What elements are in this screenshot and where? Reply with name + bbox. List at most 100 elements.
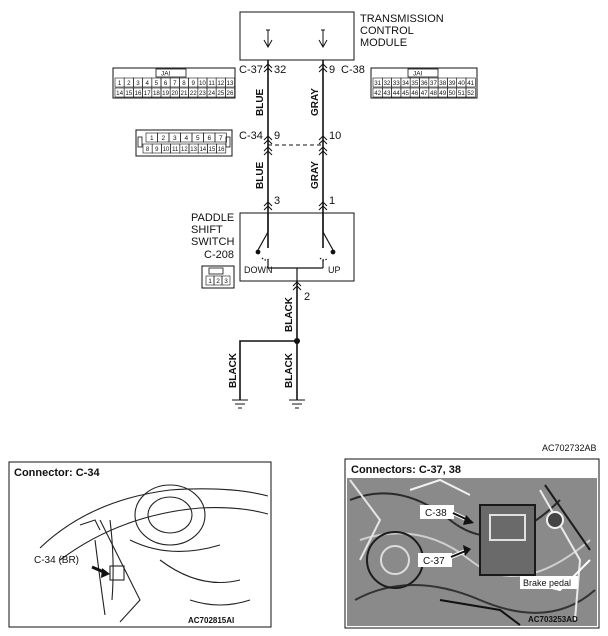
c34-pin-number: 4 xyxy=(184,135,188,142)
c37-pin-number: 18 xyxy=(153,90,160,97)
switch-label-line1: PADDLE xyxy=(191,212,234,224)
c34-cell xyxy=(216,143,227,154)
ground-symbol-left xyxy=(232,399,248,409)
c34-pin-number: 6 xyxy=(207,135,211,142)
c38-pin-number: 32 xyxy=(384,80,391,87)
photo-right-title: Connectors: C-37, 38 xyxy=(351,464,461,476)
connector-c34-label: C-34 xyxy=(239,130,263,142)
c208-pin-number: 3 xyxy=(224,278,228,285)
c34-pin-number: 12 xyxy=(181,147,188,153)
tcm-label-line3: MODULE xyxy=(360,37,407,49)
wire-label-gray-upper: GRAY xyxy=(310,88,321,116)
c38-pin-number: 52 xyxy=(467,90,474,97)
c37-pin-number: 21 xyxy=(181,90,188,97)
tcm-label-line1: TRANSMISSION xyxy=(360,13,444,25)
c34-pin-number: 7 xyxy=(219,135,223,142)
c34-pin-number: 13 xyxy=(190,147,197,153)
wire-label-gray-lower: GRAY xyxy=(310,161,321,189)
c34-pin-number: 10 xyxy=(163,147,170,153)
c37-pin-number: 6 xyxy=(164,80,168,87)
wire-label-black-upper: BLACK xyxy=(284,296,295,332)
c34-pin-number: 16 xyxy=(218,147,225,153)
c34-pin-number: 9 xyxy=(155,147,159,153)
c208-cell xyxy=(221,275,231,286)
dashboard-illustration xyxy=(39,484,269,623)
c37-pin-number: 4 xyxy=(145,80,149,87)
c38-pin-number: 49 xyxy=(439,90,446,97)
pin-9-mid: 9 xyxy=(274,130,280,142)
wire-chevrons xyxy=(263,63,328,291)
c38-pin-number: 50 xyxy=(449,90,456,97)
c34-pin-number: 14 xyxy=(199,147,206,153)
c37-pin-number: 19 xyxy=(162,90,169,97)
switch-label-line2: SHIFT xyxy=(191,224,223,236)
pedal-callout-bg xyxy=(520,576,578,589)
c34-pin-number: 11 xyxy=(172,147,179,153)
c38-pin-number: 48 xyxy=(430,90,437,97)
c37-pin-number: 22 xyxy=(190,90,197,97)
photo-right-code: AC703253AD xyxy=(528,615,578,624)
pin-3: 3 xyxy=(274,195,280,207)
c37-pin-number: 12 xyxy=(217,80,224,87)
c208-pin-number: 2 xyxy=(216,278,220,285)
wire-label-black-right: BLACK xyxy=(284,352,295,388)
c38-pin-number: 42 xyxy=(374,90,381,97)
pin-1: 1 xyxy=(329,195,335,207)
photo-texture xyxy=(349,478,596,626)
c38-callout-bg xyxy=(420,505,454,519)
photo-panel-left: Connector: C-34 C-34 (BR) AC702815AI xyxy=(8,461,272,628)
c37-pin-number: 9 xyxy=(191,80,195,87)
c37-pin-number: 11 xyxy=(208,80,215,87)
c37-pin-number: 10 xyxy=(199,80,206,87)
c34-pin-number: 15 xyxy=(209,147,216,153)
c38-pin-number: 45 xyxy=(402,90,409,97)
tcm-internal-arrows xyxy=(263,29,328,49)
c37-pin-number: 17 xyxy=(144,90,151,97)
c37-cell xyxy=(225,77,235,88)
c38-pin-number: 34 xyxy=(402,80,409,87)
c34-pin-number: 5 xyxy=(196,135,200,142)
c37-pin-number: 16 xyxy=(135,90,142,97)
c37-pin-number: 15 xyxy=(125,90,132,97)
ground-splice-dot xyxy=(294,338,300,344)
c34-pin-number: 8 xyxy=(146,147,150,153)
c38-pin-number: 35 xyxy=(411,80,418,87)
c38-pin-number: 39 xyxy=(449,80,456,87)
photo-right-callout-c38: C-38 xyxy=(425,508,447,519)
photo-right-callout-pedal: Brake pedal xyxy=(523,578,571,588)
c37-callout-bg xyxy=(418,553,452,567)
c208-pin-number: 1 xyxy=(208,278,212,285)
photo-left-title: Connector: C-34 xyxy=(14,467,100,479)
paddle-switch-contacts xyxy=(255,213,336,281)
c38-cell xyxy=(465,87,476,98)
c37-pin-number: 24 xyxy=(208,90,215,97)
switch-up-label: UP xyxy=(328,265,341,275)
c38-pin-number: 36 xyxy=(421,80,428,87)
c38-cell xyxy=(465,77,476,88)
c34-pin-number: 3 xyxy=(173,135,177,142)
ground-symbol-right xyxy=(289,399,305,409)
tcm-label-line2: CONTROL xyxy=(360,25,414,37)
c37-pin-number: 1 xyxy=(118,80,122,87)
c37-pin-number: 14 xyxy=(116,90,123,97)
c38-pin-number: 33 xyxy=(393,80,400,87)
c37-pin-number: 2 xyxy=(127,80,131,87)
wire-label-black-left: BLACK xyxy=(228,352,239,388)
c37-pin-number: 8 xyxy=(182,80,186,87)
connector-c38-label: C-38 xyxy=(341,64,365,76)
pin-2: 2 xyxy=(304,291,310,303)
c34-pin-number: 1 xyxy=(150,135,154,142)
c38-key: JAI xyxy=(413,71,423,78)
diagram-code: AC702732AB xyxy=(542,443,597,453)
pin-9-top: 9 xyxy=(329,64,335,76)
c37-pin-number: 25 xyxy=(217,90,224,97)
tcm-box xyxy=(239,11,355,61)
pin-10: 10 xyxy=(329,130,341,142)
switch-label-line3: SWITCH xyxy=(191,236,234,248)
c38-pin-number: 40 xyxy=(458,80,465,87)
